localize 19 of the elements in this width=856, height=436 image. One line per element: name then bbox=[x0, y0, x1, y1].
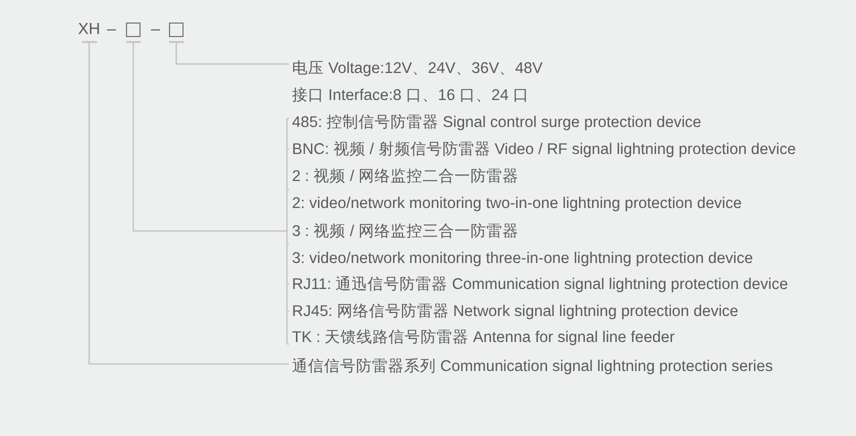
description-text: BNC: 视频 / 射频信号防雷器 Video / RF signal lightning protection device bbox=[289, 136, 796, 162]
description-text: 接口 Interface:8 口、16 口、24 口 bbox=[292, 86, 529, 106]
description-text: 通信信号防雷器系列 Communication signal lightning protection series bbox=[289, 352, 773, 380]
code-segment: □ bbox=[126, 20, 140, 42]
description-text: 3: video/network monitoring three-in-one lightning protection device bbox=[292, 248, 753, 268]
leader-line bbox=[132, 42, 290, 345]
description-text: 2: video/network monitoring two-in-one lightning protection device bbox=[292, 194, 742, 214]
description-text: TK : 天馈线路信号防雷器 Antenna for signal line feeder bbox=[289, 324, 675, 350]
description-text: RJ45: 网络信号防雷器 Network signal lightning protection device bbox=[289, 298, 738, 324]
description-text: 2 : 视频 / 网络监控二合一防雷器 bbox=[292, 166, 520, 186]
separator-text: – bbox=[107, 20, 116, 40]
description-text: 电压 Voltage:12V、24V、36V、48V bbox=[289, 54, 543, 82]
code-segment: □ bbox=[169, 20, 184, 42]
leader-line bbox=[176, 42, 289, 65]
description-text: RJ11: 通迅信号防雷器 Communication signal lightning protection device bbox=[289, 270, 788, 298]
description-text: 485: 控制信号防雷器 Signal control surge protection device bbox=[289, 108, 702, 136]
description-text: 3 : 视频 / 网络监控三合一防雷器 bbox=[292, 222, 520, 242]
separator-text: – bbox=[151, 20, 160, 40]
leader-line bbox=[88, 42, 289, 365]
